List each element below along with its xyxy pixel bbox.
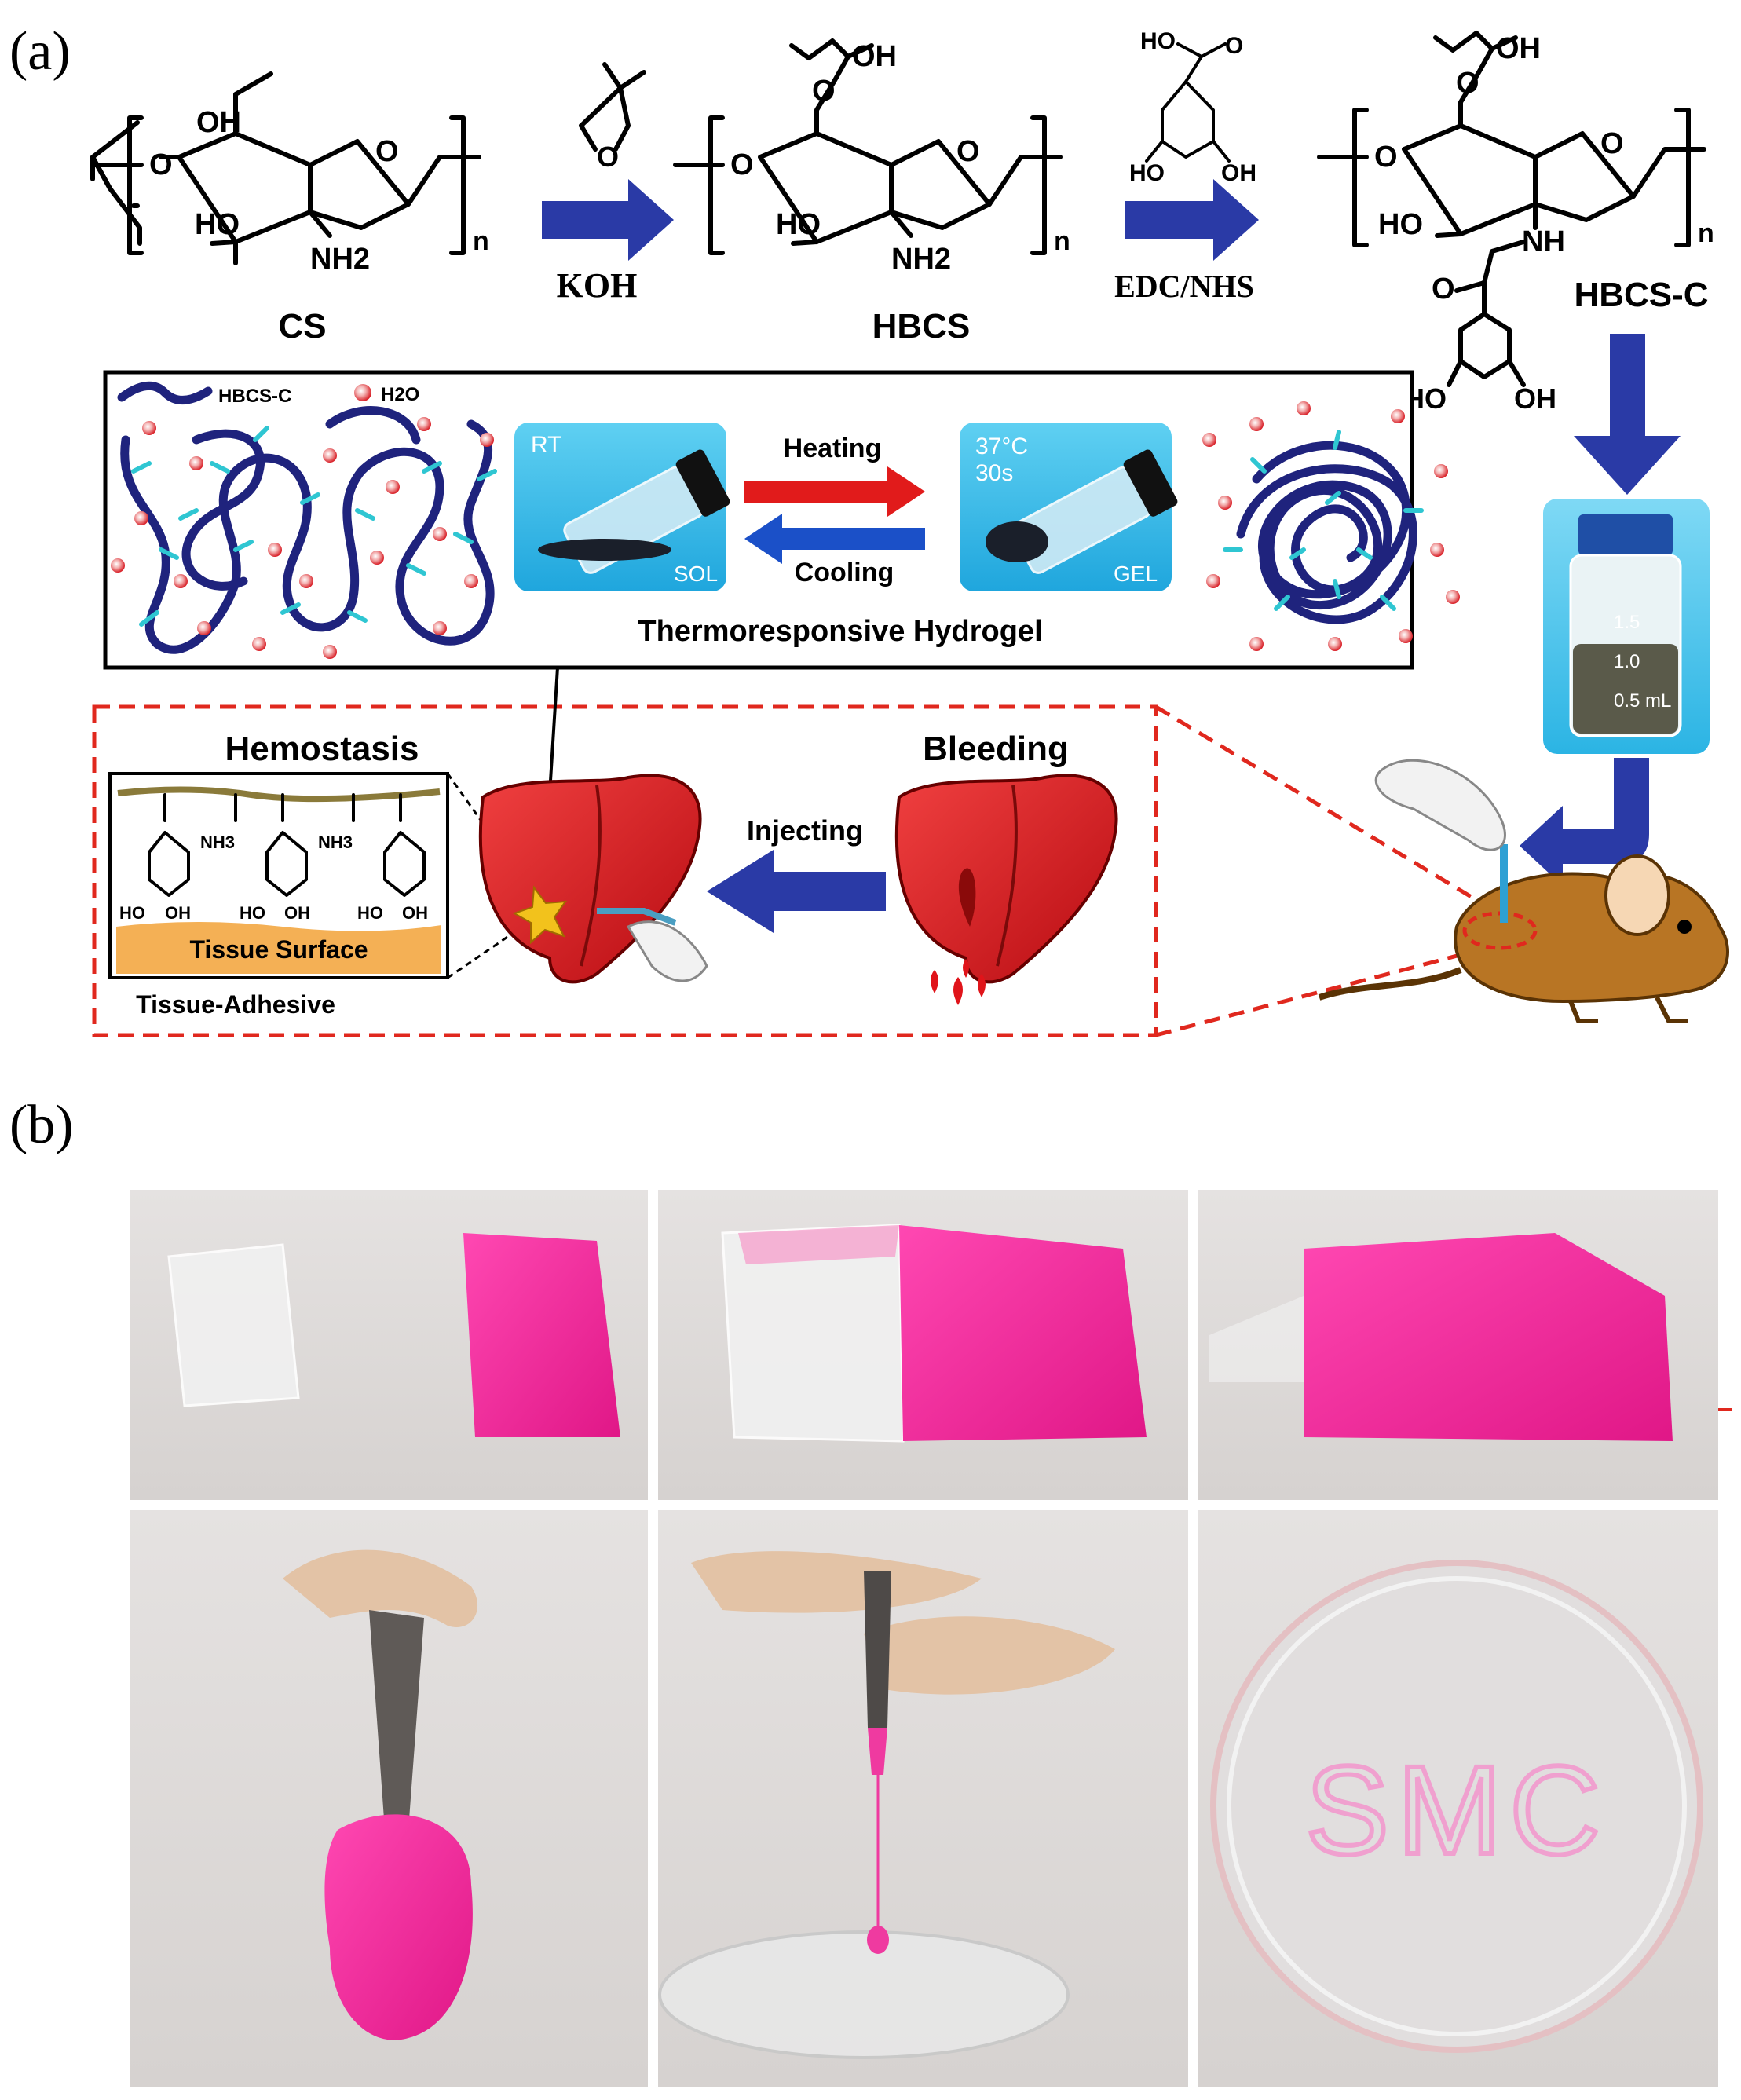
tissue-adhesive-inset: NH3 NH3 HO OH HO OH HO OH Tissue Surface <box>108 772 449 979</box>
hbcs-c-structure: OH O O HO O NH O n HO OH HBCS-C <box>1317 31 1714 415</box>
cs-ho-label: HO <box>195 208 240 241</box>
sol-state-label: SOL <box>674 562 718 586</box>
cs-oh-label: OH <box>196 106 241 139</box>
hydrogel-legend: HBCS-C H2O <box>117 381 419 407</box>
hbcs-link-o-label: O <box>730 148 754 181</box>
petri-dish-text: SMC <box>1305 1740 1608 1880</box>
step1-arrow <box>542 179 674 261</box>
adhesive-star <box>512 885 568 945</box>
photo-top-middle <box>658 1190 1188 1500</box>
hbcs-name: HBCS <box>872 307 971 346</box>
cs-name: CS <box>278 307 326 346</box>
mouse-illustration <box>1318 759 1729 1023</box>
photo-bottom-left <box>130 1510 648 2087</box>
blood-drops-icon <box>931 959 986 1005</box>
hemostasis-title: Hemostasis <box>225 730 419 768</box>
hydrogel-caption: Thermoresponsive Hydrogel <box>638 615 1042 648</box>
gel-vial-photo: 37°C 30s GEL <box>960 423 1178 591</box>
hydrogel-bottle-photo: 1.5 1.0 0.5 mL <box>1543 499 1710 754</box>
bottle-mark-2: 1.0 <box>1614 651 1640 672</box>
acid-ho-label: HO <box>1140 28 1176 54</box>
photo-top-right <box>1198 1190 1718 1500</box>
legend-water-label: H2O <box>381 384 419 405</box>
gel-temp-label: 37°C <box>975 434 1028 459</box>
epoxide-o-label: O <box>597 141 619 173</box>
hbcsc-oh-label: OH <box>1496 32 1541 65</box>
hbcsc-ho-label: HO <box>1378 208 1423 241</box>
hbcs-ho-label: HO <box>776 208 821 241</box>
catechol-reagent: HO O HO OH <box>1129 28 1256 186</box>
inset-ho-b: HO <box>240 903 265 923</box>
cs-nh2-label: NH2 <box>310 243 370 276</box>
sol-chain-network <box>111 406 497 659</box>
inset-nh3-a: NH3 <box>200 832 235 852</box>
catechol-ho-label: HO <box>1129 160 1165 186</box>
tissue-surface-shape <box>116 922 441 974</box>
hbcs-c-name: HBCS-C <box>1574 276 1708 314</box>
epoxide-reagent: O <box>579 62 646 173</box>
inset-ho-a: HO <box>119 903 145 923</box>
zoom-line-top <box>1154 704 1509 921</box>
inset-nh3-b: NH3 <box>318 832 353 852</box>
treated-liver <box>478 774 708 984</box>
hemostasis-box <box>92 704 1158 1037</box>
inset-ho-c: HO <box>357 903 383 923</box>
tissue-surface-label: Tissue Surface <box>189 935 368 964</box>
hbcs-structure: OH O O HO O NH2 n HBCS <box>673 38 1070 346</box>
tissue-adhesive-label: Tissue-Adhesive <box>136 990 335 1019</box>
photo-grid: SMC <box>130 1190 1718 2087</box>
hbcsc-nh-label: NH <box>1522 225 1565 258</box>
sol-vial-photo: RT SOL <box>514 423 730 591</box>
acid-o-label: O <box>1225 33 1243 59</box>
water-molecule-icon <box>354 384 371 401</box>
gel-time-label: 30s <box>975 460 1013 486</box>
hbcsc-catechol-oh-label: OH <box>1514 382 1556 415</box>
inset-oh-b: OH <box>284 903 310 923</box>
heating-label: Heating <box>784 434 882 463</box>
hbcsc-link-o-label: O <box>1374 141 1398 174</box>
cooling-label: Cooling <box>795 558 894 587</box>
cs-n-label: n <box>473 226 489 256</box>
step1-reagent: KOH <box>557 266 638 305</box>
hbcs-ether-o-label: O <box>812 75 836 108</box>
hbcs-ring-o-label: O <box>956 135 980 168</box>
cs-structure: OH O HO O NH2 n CS <box>90 71 489 346</box>
injecting-arrow <box>707 850 886 933</box>
hbcs-n-label: n <box>1054 226 1070 256</box>
gel-chain-network <box>1202 401 1460 651</box>
cooling-arrow <box>744 514 925 564</box>
panel-b-label: (b) <box>9 1095 74 1155</box>
down-arrow <box>1574 334 1681 495</box>
hbcs-nh2-label: NH2 <box>891 243 951 276</box>
step2-reagent: EDC/NHS <box>1114 269 1254 304</box>
catechol-oh-label: OH <box>1221 160 1256 186</box>
bottle-mark-3: 0.5 mL <box>1614 690 1671 712</box>
step2-arrow <box>1125 179 1259 261</box>
hydrogel-box <box>103 370 1414 670</box>
sol-temp-label: RT <box>531 432 561 458</box>
legend-polymer-label: HBCS-C <box>218 386 291 407</box>
heating-arrow <box>744 466 925 517</box>
hbcsc-carbonyl-o-label: O <box>1432 273 1455 305</box>
cs-ring-o-label: O <box>375 135 399 168</box>
inset-oh-a: OH <box>165 903 191 923</box>
hbcs-oh-label: OH <box>852 40 897 73</box>
bent-arrow <box>1520 758 1649 886</box>
injecting-label: Injecting <box>747 814 863 847</box>
hbcsc-n-label: n <box>1698 218 1714 248</box>
gel-state-label: GEL <box>1114 562 1158 586</box>
panel-a-label: (a) <box>9 21 71 82</box>
photo-top-left <box>130 1190 648 1500</box>
cs-link-o-label: O <box>149 148 173 181</box>
hbcsc-ring-o-label: O <box>1600 127 1624 160</box>
hbcsc-ether-o-label: O <box>1456 67 1479 100</box>
bottle-mark-1: 1.5 <box>1614 612 1640 633</box>
photo-bottom-middle <box>658 1510 1188 2087</box>
photo-bottom-right: SMC <box>1198 1510 1718 2087</box>
zoom-line-bottom <box>1155 940 1509 1037</box>
bleeding-title: Bleeding <box>923 730 1069 768</box>
inset-oh-c: OH <box>402 903 428 923</box>
bleeding-liver <box>894 774 1118 1005</box>
